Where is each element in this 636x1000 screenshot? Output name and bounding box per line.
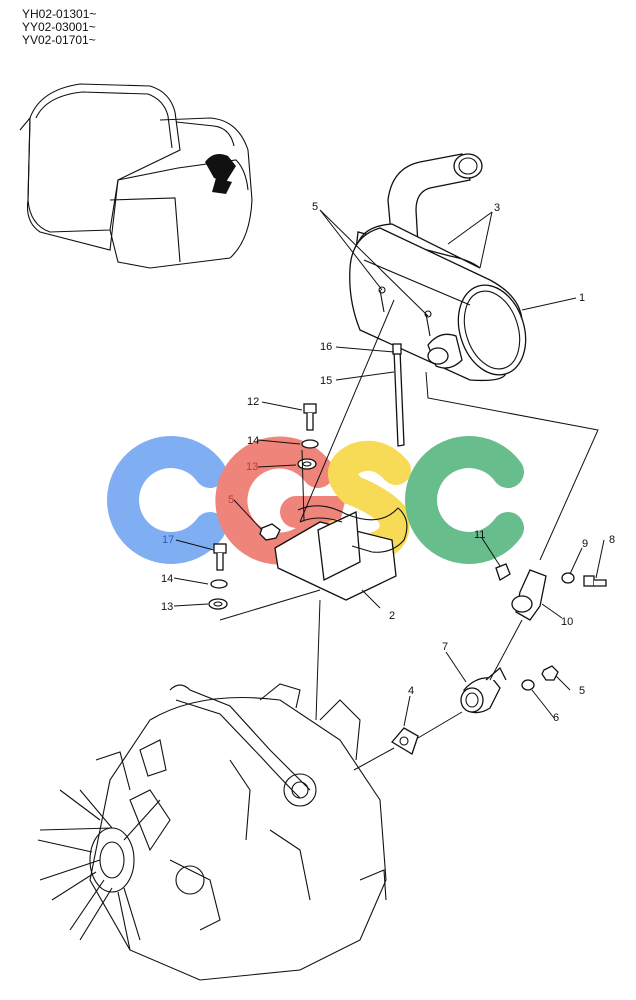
muffler-assembly [349, 153, 527, 382]
muffler-bracket [274, 505, 408, 601]
stay-rod [392, 343, 405, 447]
callout-5-elbow: 5 [579, 685, 585, 697]
callout-6: 6 [553, 712, 559, 724]
serial-number-block: YH02-01301~ YY02-03001~ YV02-01701~ [22, 8, 96, 47]
callout-11: 11 [474, 529, 485, 541]
callout-5-top: 5 [312, 201, 318, 213]
callout-16: 16 [320, 341, 332, 353]
leader-lines [173, 209, 605, 771]
serial-number-1: YH02-01301~ [22, 7, 97, 21]
callout-5-bracket: 5 [228, 494, 234, 506]
serial-number-3: YV02-01701~ [22, 33, 96, 47]
callout-2: 2 [389, 610, 395, 622]
watermark-letter-c2 [405, 436, 524, 564]
callout-4: 4 [408, 685, 414, 697]
serial-number-2: YY02-03001~ [22, 20, 96, 34]
callout-17: 17 [162, 534, 174, 546]
nut-5-bracket [259, 523, 281, 541]
callout-13-top: 13 [246, 461, 258, 473]
callout-15: 15 [320, 375, 332, 387]
callout-13-bottom: 13 [161, 601, 173, 613]
callout-14-top: 14 [247, 435, 259, 447]
callout-7: 7 [442, 641, 448, 653]
callout-9: 9 [582, 538, 588, 550]
callout-12: 12 [247, 396, 259, 408]
watermark-letter-c1 [107, 436, 226, 564]
callout-labels: 1 2 3 4 5 5 5 6 7 8 9 10 11 12 13 13 14 … [161, 201, 615, 724]
bolt-12-stack [297, 403, 319, 470]
machine-overview-illustration [19, 83, 253, 269]
callout-8: 8 [609, 534, 615, 546]
engine-illustration [37, 683, 387, 981]
callout-3: 3 [494, 202, 500, 214]
bolt-17-stack [208, 543, 228, 610]
callout-10: 10 [561, 616, 573, 628]
callout-14-bottom: 14 [161, 573, 173, 585]
exhaust-elbow-parts [391, 563, 607, 755]
callout-1: 1 [579, 292, 585, 304]
